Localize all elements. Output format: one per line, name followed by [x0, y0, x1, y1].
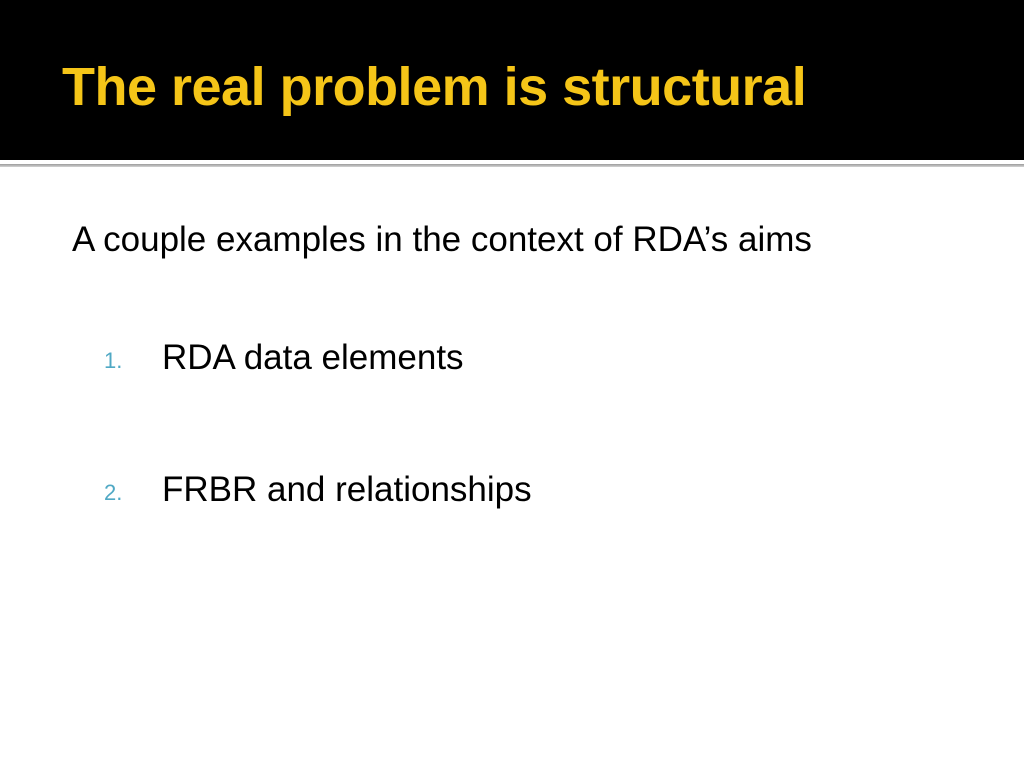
list-item-number: 2.: [104, 480, 123, 505]
intro-text: A couple examples in the context of RDA’…: [72, 220, 812, 259]
list-item-label: RDA data elements: [162, 338, 464, 377]
title-bar: The real problem is structural: [0, 0, 1024, 160]
slide-title: The real problem is structural: [62, 57, 807, 117]
divider-gap: [0, 160, 1024, 164]
divider-line: [0, 164, 1024, 167]
list-item-number: 1.: [104, 348, 123, 373]
list-item-label: FRBR and relationships: [162, 470, 532, 509]
